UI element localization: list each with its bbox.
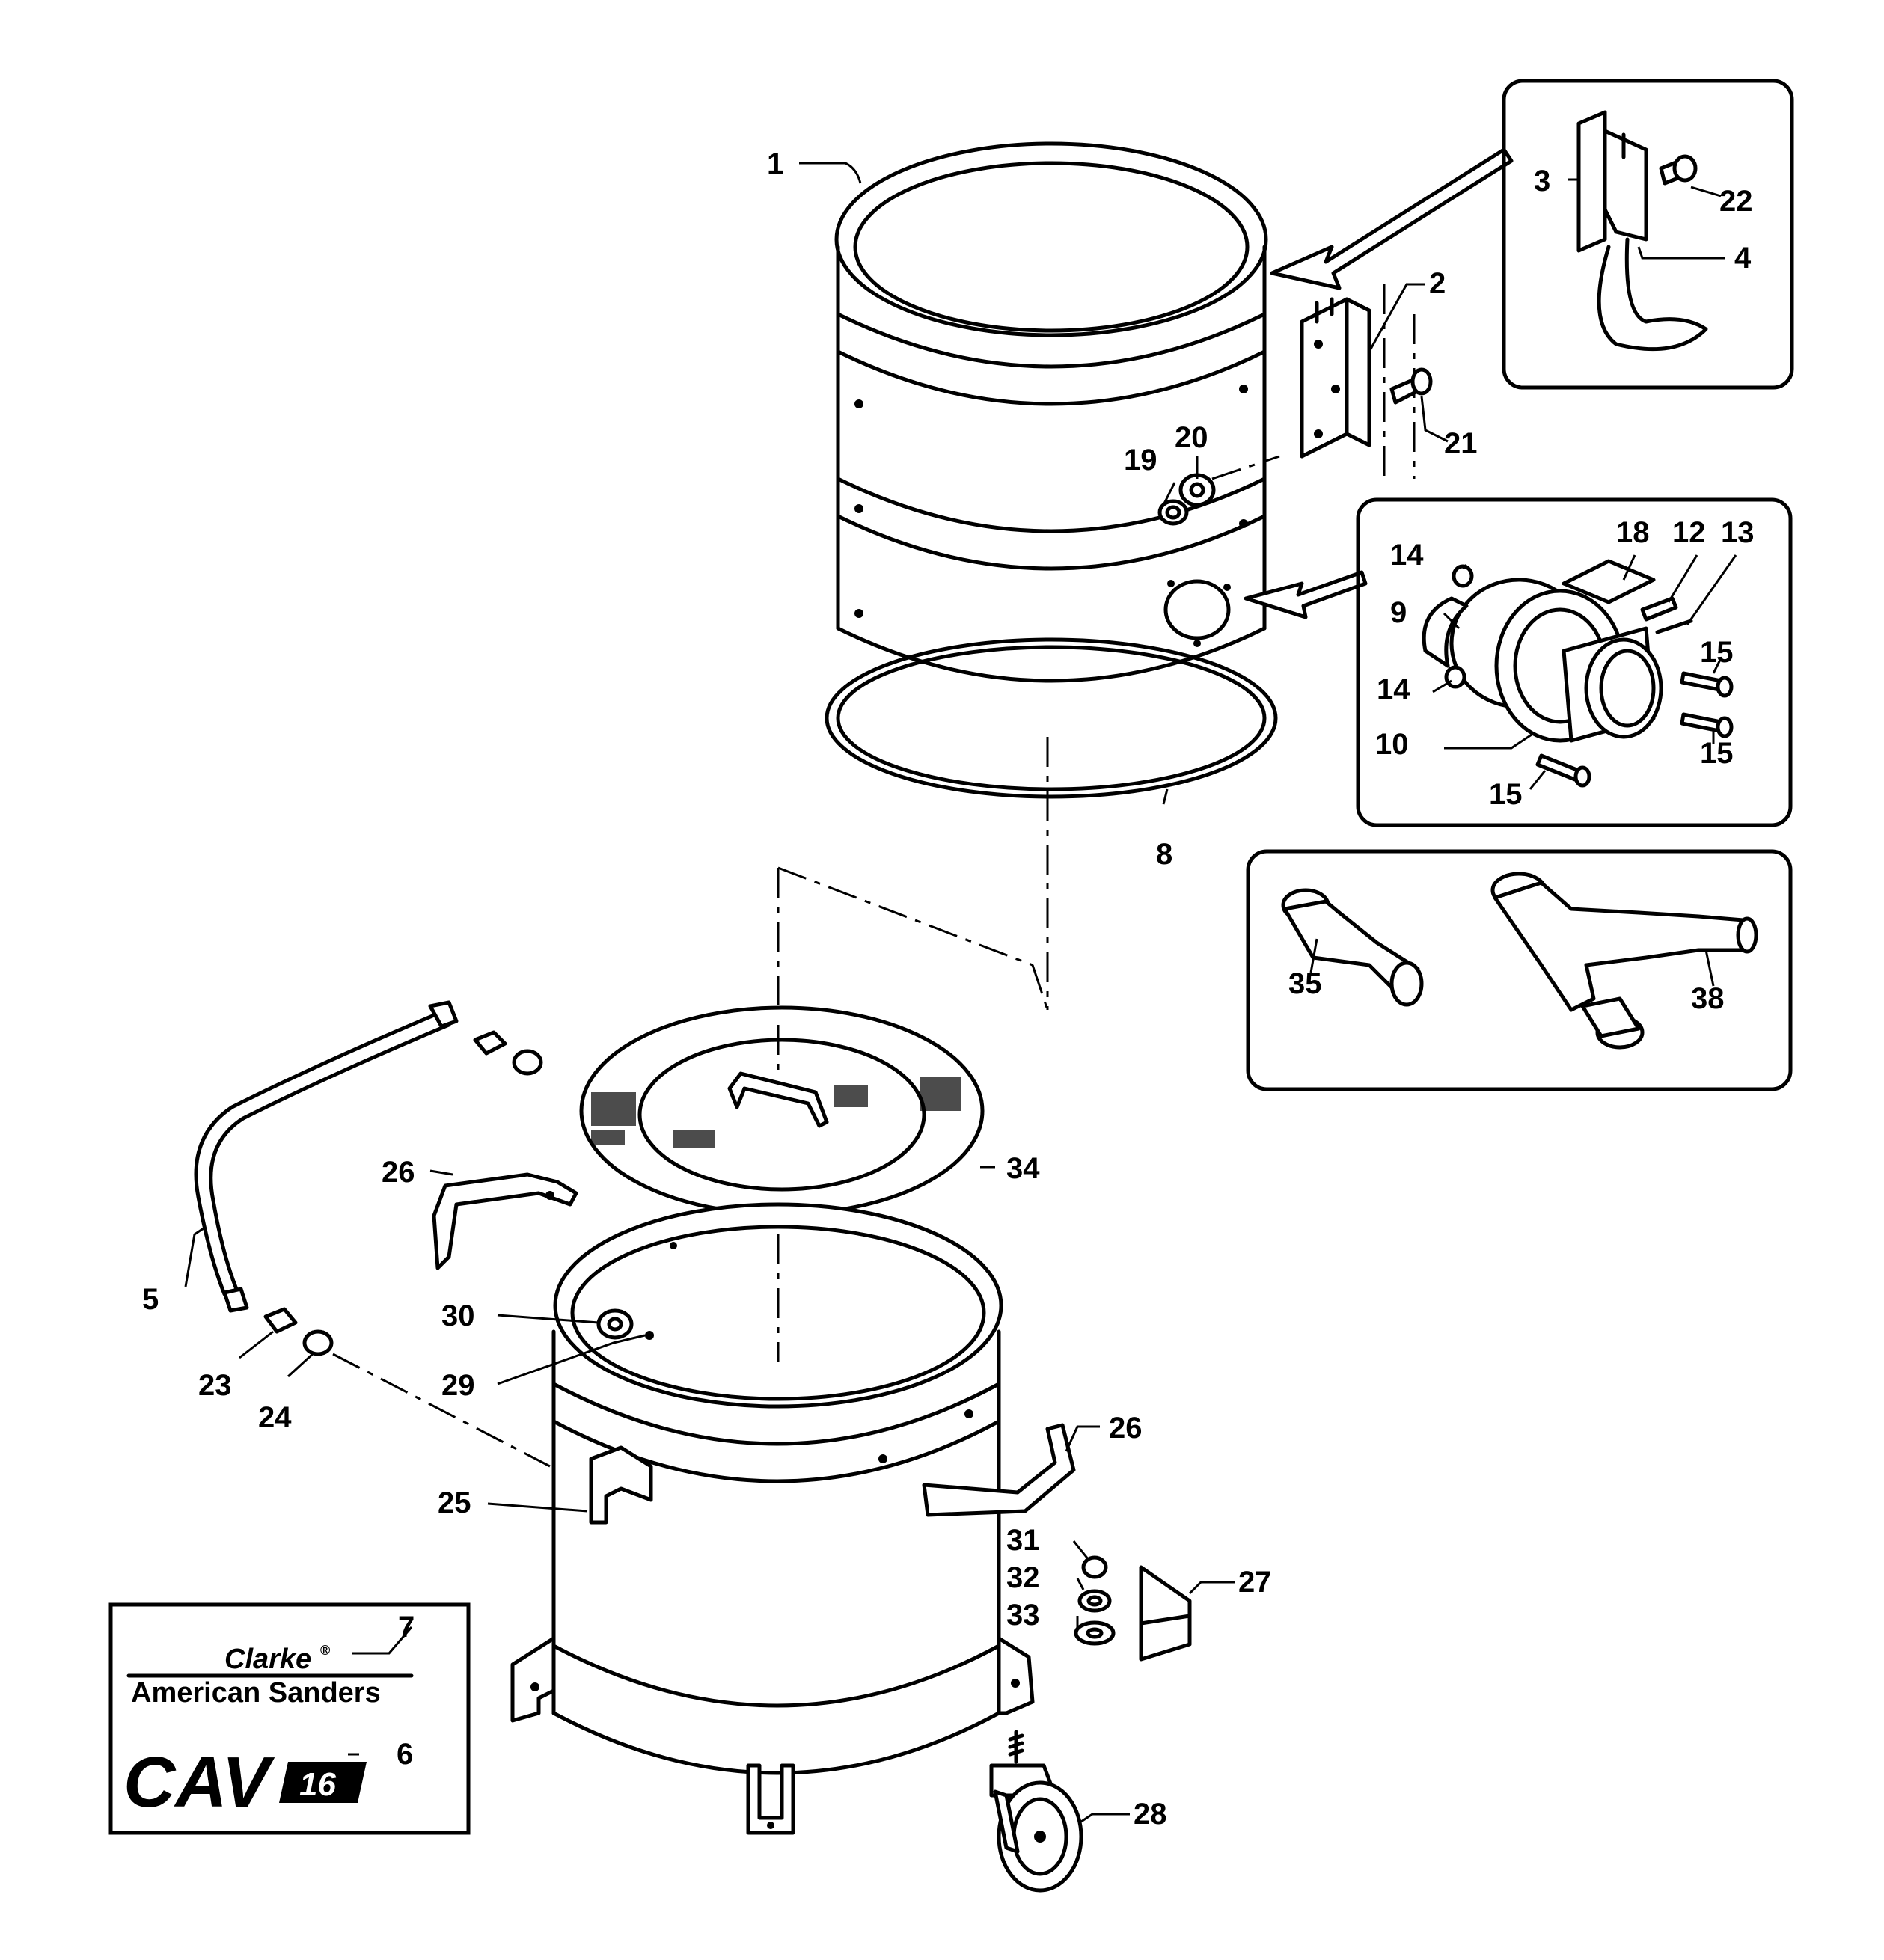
callout-23: 23 [198, 1369, 232, 1402]
filter-lid [579, 1005, 985, 1222]
latch-detail-inset [1502, 79, 1794, 390]
callout-12: 12 [1672, 516, 1706, 549]
decal-brand-mark: ® [320, 1643, 330, 1658]
callout-26-left: 26 [382, 1156, 415, 1189]
callout-21: 21 [1444, 427, 1478, 460]
decal-model-number: 16 [299, 1766, 336, 1803]
hose-5 [194, 1000, 459, 1313]
wedge-27 [1139, 1565, 1192, 1662]
callout-18: 18 [1616, 516, 1650, 549]
tank-screw-29 [645, 1331, 654, 1340]
washer-20 [1178, 473, 1216, 507]
callout-38: 38 [1691, 982, 1725, 1015]
tank-washer-30 [596, 1308, 634, 1340]
hose-adapters-inset [1246, 849, 1793, 1091]
callout-34: 34 [1006, 1152, 1040, 1185]
fittings-23-24 [263, 1030, 543, 1356]
lower-gasket-ring [825, 637, 1278, 799]
callout-30: 30 [441, 1299, 475, 1332]
arrow-to-latch-inset [1270, 147, 1514, 290]
callout-2: 2 [1429, 267, 1446, 300]
leader-lines [184, 162, 1737, 1823]
callout-5: 5 [142, 1283, 159, 1316]
decal-model-letters: CAV [123, 1742, 275, 1822]
callout-26-right: 26 [1109, 1412, 1143, 1445]
callout-28: 28 [1134, 1798, 1167, 1831]
decal-model-badge [279, 1762, 367, 1803]
screw-21 [1389, 367, 1433, 405]
straight-adapter-35 [1281, 888, 1424, 1007]
callout-7: 7 [398, 1611, 415, 1644]
callout-4: 4 [1734, 242, 1752, 275]
decal-company-text: American Sanders [131, 1677, 381, 1709]
callout-1: 1 [767, 147, 783, 180]
callout-13: 13 [1721, 516, 1755, 549]
callout-8: 8 [1156, 838, 1172, 871]
arrow-to-inlet-inset [1244, 570, 1368, 619]
callout-10: 10 [1375, 728, 1409, 761]
callout-19: 19 [1124, 444, 1157, 477]
callout-22: 22 [1719, 185, 1753, 218]
callout-15-bottom: 15 [1489, 778, 1523, 811]
caster-28 [989, 1730, 1083, 1893]
decal-inset: Clarke ® American Sanders CAV 16 [108, 1602, 471, 1835]
callout-24: 24 [258, 1401, 292, 1434]
callout-33: 33 [1006, 1599, 1040, 1632]
decal-brand-text: Clarke [224, 1644, 311, 1675]
handle-26-left [432, 1172, 578, 1270]
callout-29: 29 [441, 1369, 475, 1402]
inlet-detail-inset [1356, 497, 1793, 827]
lower-tank [510, 1202, 1035, 1835]
wye-adapter-38 [1490, 872, 1758, 1050]
callout-14-bottom: 14 [1377, 673, 1410, 706]
hardware-31-32-33 [1074, 1555, 1116, 1646]
callout-15-lower: 15 [1700, 737, 1734, 770]
callout-15-upper: 15 [1700, 636, 1734, 669]
callout-9: 9 [1390, 596, 1407, 629]
callout-6: 6 [397, 1738, 413, 1771]
latch-bracket [1300, 284, 1416, 479]
callout-27: 27 [1238, 1566, 1272, 1599]
nut-19 [1157, 499, 1189, 526]
callout-35: 35 [1288, 967, 1322, 1000]
callout-14-top: 14 [1390, 539, 1424, 572]
callout-32: 32 [1006, 1561, 1040, 1594]
callout-31: 31 [1006, 1524, 1040, 1557]
handle-26-right [922, 1423, 1076, 1517]
callout-25: 25 [438, 1486, 471, 1519]
callout-3: 3 [1534, 165, 1550, 197]
callout-20: 20 [1175, 421, 1208, 454]
callout-labels: 1 2 3 4 5 6 7 8 9 10 12 13 14 14 15 15 1… [142, 147, 1755, 1831]
upper-drum [834, 141, 1268, 683]
